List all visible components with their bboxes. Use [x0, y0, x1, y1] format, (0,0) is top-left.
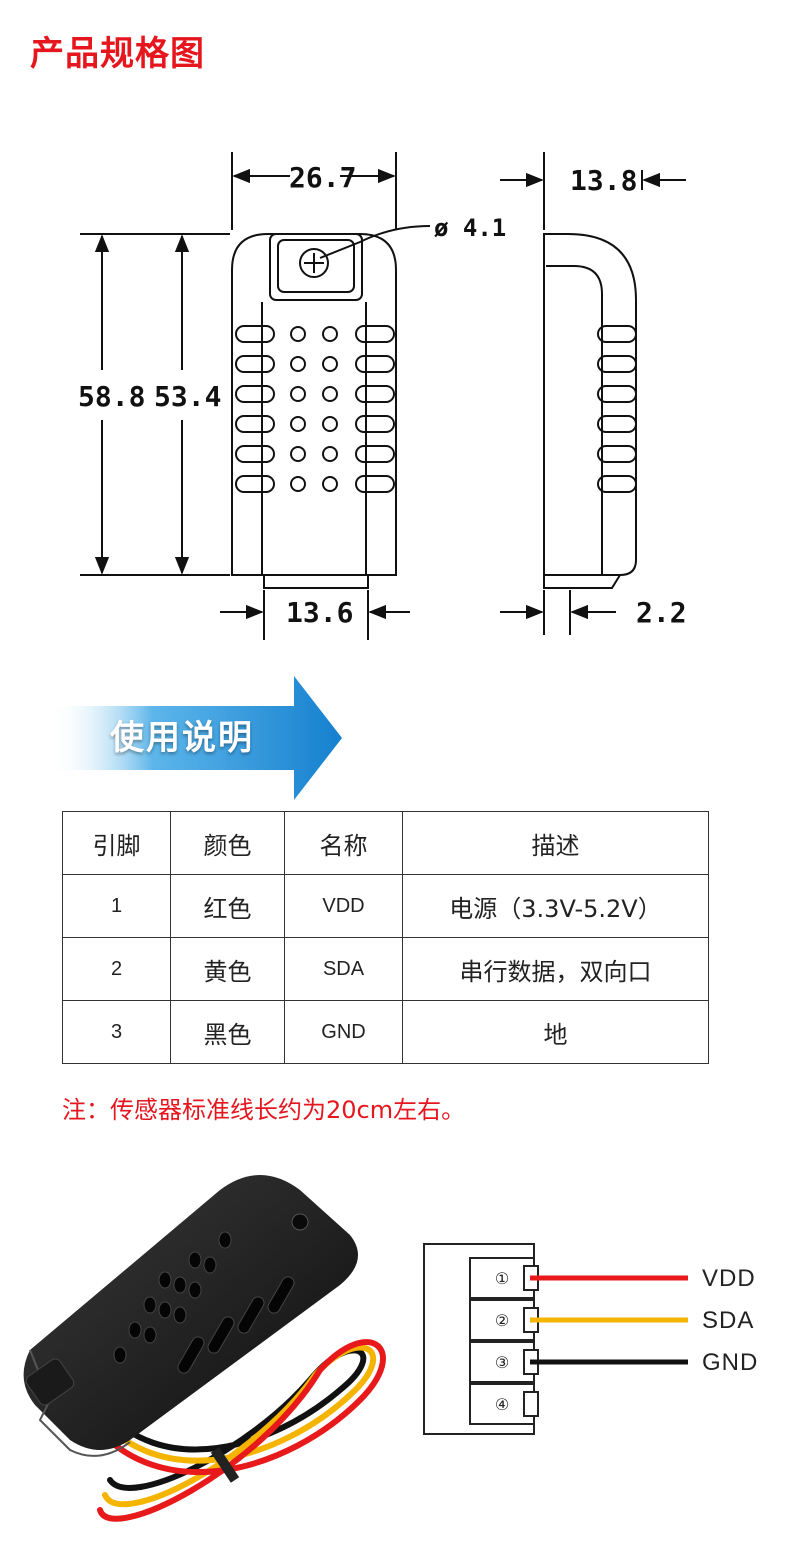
- header-name: 名称: [284, 811, 403, 875]
- side-body-outline: [543, 233, 637, 576]
- dim-height-total: 58.8: [78, 380, 145, 413]
- table-row: 2 黄色 SDA 串行数据，双向口: [62, 937, 709, 1001]
- vent-holes: [290, 326, 338, 492]
- pin-desc: 电源（3.3V-5.2V）: [402, 874, 709, 938]
- pin-label-1: ①: [495, 1269, 509, 1288]
- header-color: 颜色: [170, 811, 285, 875]
- dimension-drawing: 26.7 13.8 ø 4.1 58.8 53.4 13.6 2.2: [78, 152, 687, 640]
- banner-label: 使用说明: [110, 718, 254, 758]
- dim-width: 26.7: [289, 161, 356, 194]
- pin-number: 1: [62, 874, 171, 938]
- dim-depth: 13.8: [570, 164, 637, 197]
- wire-label-vdd: VDD: [702, 1265, 756, 1292]
- dim-hole: ø 4.1: [434, 214, 506, 242]
- pin-desc: 串行数据，双向口: [402, 937, 709, 1001]
- pin-label-3: ③: [495, 1353, 509, 1372]
- pin-name: GND: [284, 1000, 403, 1064]
- dim-height-body: 53.4: [154, 380, 221, 413]
- mounting-tab: [269, 233, 363, 301]
- wire-label-gnd: GND: [702, 1349, 758, 1376]
- note-text: 注：传感器标准线长约为20cm左右。: [62, 1096, 466, 1124]
- dim-bottom-width: 13.6: [286, 596, 353, 629]
- side-vent-slots: [597, 325, 637, 493]
- product-photo: [23, 1175, 386, 1522]
- table-row: 3 黑色 GND 地: [62, 1000, 709, 1064]
- wire-label-sda: SDA: [702, 1307, 754, 1334]
- pin-desc: 地: [402, 1000, 709, 1064]
- pin-name: VDD: [284, 874, 403, 938]
- header-pin: 引脚: [62, 811, 171, 875]
- mount-hole: [299, 248, 329, 278]
- pin-color: 黑色: [170, 1000, 285, 1064]
- pin-label-2: ②: [495, 1311, 509, 1330]
- pin-color: 黄色: [170, 937, 285, 1001]
- wiring-diagram: ① ② ③ ④ VDD SDA GND: [423, 1243, 758, 1435]
- table-header-row: 引脚 颜色 名称 描述: [62, 811, 709, 875]
- vent-slots-left: [235, 325, 275, 493]
- pin-name: SDA: [284, 937, 403, 1001]
- table-row: 1 红色 VDD 电源（3.3V-5.2V）: [62, 874, 709, 938]
- pin-number: 3: [62, 1000, 171, 1064]
- page-title: 产品规格图: [30, 34, 205, 74]
- header-desc: 描述: [402, 811, 709, 875]
- pin-label-4: ④: [495, 1395, 509, 1414]
- vent-slots-right: [355, 325, 395, 493]
- front-body-outline: [231, 233, 397, 576]
- dim-bottom-depth: 2.2: [636, 596, 687, 629]
- pin-number: 2: [62, 937, 171, 1001]
- pin-color: 红色: [170, 874, 285, 938]
- section-banner: [50, 676, 342, 800]
- pin-table: 引脚 颜色 名称 描述 1 红色 VDD 电源（3.3V-5.2V） 2 黄色 …: [62, 811, 709, 1064]
